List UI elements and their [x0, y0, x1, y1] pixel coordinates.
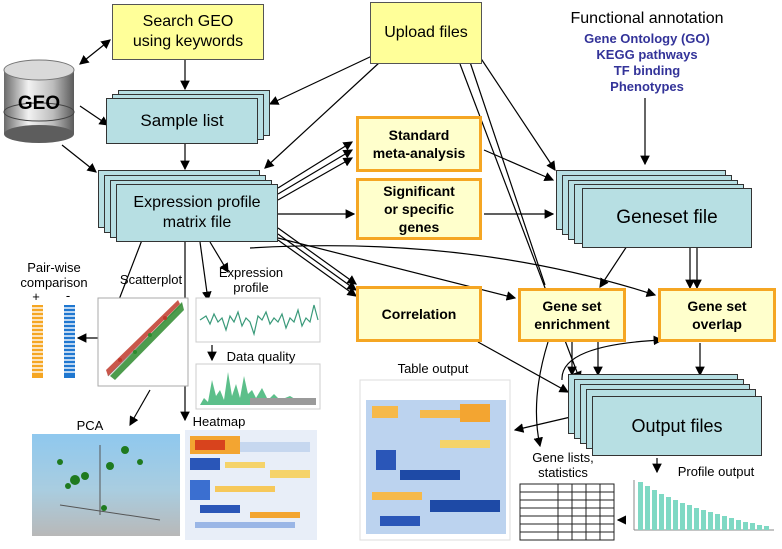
- geo-database-icon: [3, 59, 75, 143]
- heatmap-label: Heatmap: [192, 414, 246, 429]
- expression-matrix-label: Expression profile matrix file: [133, 194, 261, 231]
- profile-output-label: Profile output: [677, 464, 755, 479]
- gene-lists-label: Gene lists, statistics: [532, 450, 594, 480]
- geneset-file-box: Geneset file: [582, 188, 752, 248]
- pca-label: PCA: [76, 418, 104, 433]
- significant-genes-box: Significant or specific genes: [356, 178, 482, 240]
- annotation-go: Gene Ontology (GO): [584, 31, 710, 46]
- geneset-file-label: Geneset file: [616, 207, 718, 228]
- gene-set-enrichment-label: Gene set enrichment: [534, 298, 610, 332]
- data-quality-label: Data quality: [226, 349, 296, 364]
- gene-set-overlap-box: Gene set overlap: [658, 288, 776, 342]
- correlation-box: Correlation: [356, 286, 482, 342]
- heatmap-thumbnail: [185, 430, 317, 540]
- expression-profile-thumbnail: [195, 297, 321, 343]
- search-geo-label: Search GEO using keywords: [132, 13, 244, 50]
- scatterplot-label: Scatterplot: [119, 272, 183, 287]
- output-files-box: Output files: [592, 396, 762, 456]
- functional-annotation-title: Functional annotation: [570, 10, 724, 27]
- correlation-label: Correlation: [381, 306, 457, 322]
- output-files-stack: Output files: [568, 374, 764, 458]
- upload-files-label: Upload files: [384, 24, 468, 41]
- gene-lists-thumbnail: [519, 483, 615, 541]
- plus-label: +: [32, 289, 40, 304]
- annotation-phenotypes: Phenotypes: [610, 79, 684, 94]
- pairwise-bars: [32, 305, 75, 378]
- gene-set-overlap-label: Gene set overlap: [687, 298, 747, 332]
- geneset-file-stack: Geneset file: [556, 170, 752, 248]
- search-geo-box: Search GEO using keywords: [112, 4, 264, 60]
- up-bar-stack: [32, 305, 43, 378]
- sample-list-stack: Sample list: [106, 90, 272, 146]
- significant-genes-label: Significant or specific genes: [383, 183, 455, 235]
- data-quality-thumbnail: [195, 363, 321, 410]
- sample-list-box: Sample list: [106, 98, 258, 144]
- down-bar-stack: [64, 305, 75, 378]
- standard-meta-analysis-box: Standard meta-analysis: [356, 116, 482, 172]
- table-output-label: Table output: [397, 361, 469, 376]
- standard-meta-analysis-label: Standard meta-analysis: [372, 127, 466, 161]
- pairwise-label: Pair-wise comparison: [20, 260, 88, 290]
- upload-files-box: Upload files: [370, 2, 482, 64]
- expression-matrix-box: Expression profile matrix file: [116, 184, 278, 242]
- minus-label: -: [65, 288, 71, 303]
- table-output-thumbnail: [359, 379, 511, 541]
- expression-profile-label: Expression profile: [218, 265, 284, 295]
- scatterplot-thumbnail: [97, 297, 189, 387]
- annotation-kegg: KEGG pathways: [596, 47, 698, 62]
- geo-label: GEO: [17, 93, 61, 114]
- profile-output-thumbnail: [626, 478, 776, 540]
- gene-set-enrichment-box: Gene set enrichment: [518, 288, 626, 342]
- sample-list-label: Sample list: [140, 111, 224, 130]
- expression-matrix-stack: Expression profile matrix file: [98, 170, 280, 244]
- pca-thumbnail: [32, 434, 180, 536]
- annotation-tf: TF binding: [613, 63, 681, 78]
- output-files-label: Output files: [631, 415, 723, 436]
- connector-arrows: [61, 39, 705, 525]
